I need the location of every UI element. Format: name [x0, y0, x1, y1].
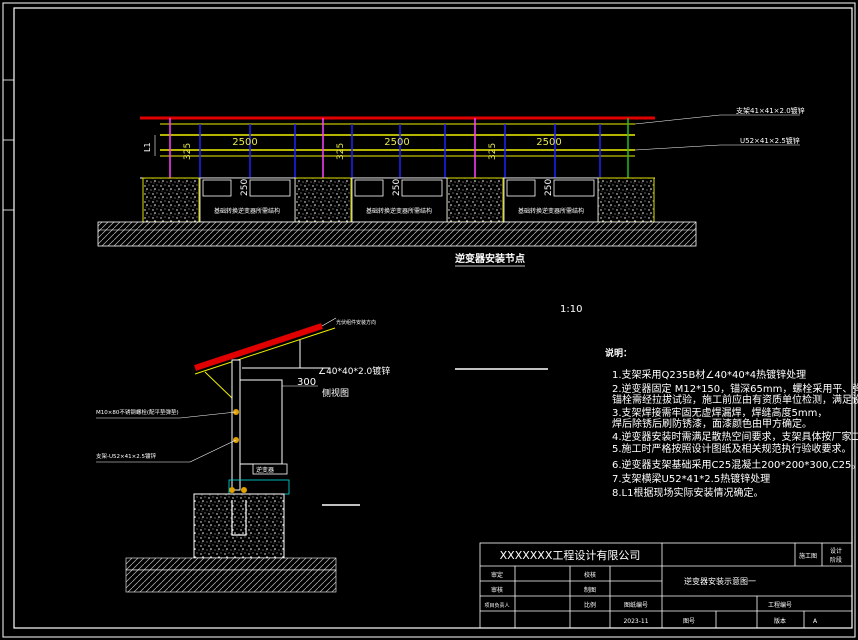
notes-line-2: 2.逆变器固定 M12*150，锚深65mm，螺栓采用平、弹、一垫片，	[612, 382, 858, 395]
vertical-dim-1: 325	[183, 143, 193, 160]
section-inverter-box	[239, 379, 283, 465]
bracket-callout: 支架-U52×41×2.5镀锌	[96, 452, 156, 460]
inverter-label-1: 基础转换逆变器所需结构	[214, 207, 280, 215]
ground-band	[97, 221, 697, 247]
l1-dim-label: L1	[143, 142, 152, 152]
section-inverter-label: 逆变器	[256, 466, 274, 474]
notes-line-5: 焊后除锈后刷防锈漆，面漆颜色由甲方确定。	[612, 417, 812, 430]
box-dim-1: 250	[240, 179, 250, 196]
bolt-callout: M10×80不锈钢螺栓(配平垫弹垫)	[96, 408, 179, 416]
elevation-caption: 逆变器安装节点	[455, 252, 525, 265]
box-dim-3: 250	[544, 179, 554, 196]
sheet-label: 图号	[683, 618, 695, 625]
bay-span-2: 2500	[384, 137, 409, 148]
design-stage-label-2: 阶段	[830, 556, 842, 564]
version-value: A	[813, 618, 818, 625]
section-footing	[193, 493, 285, 559]
dim-300: 300	[297, 377, 316, 388]
version-label: 版本	[774, 617, 786, 625]
tb-row1-role: 审定	[491, 571, 503, 579]
callout-top: 支架41×41×2.0镀锌	[736, 106, 805, 115]
bay-span-1: 2500	[232, 137, 257, 148]
tb-row3-role2: 比例	[584, 601, 596, 609]
tb-row2-role2: 制图	[584, 586, 596, 594]
stage-label: 施工图	[799, 552, 817, 560]
section-panel-callout: 光伏组件安装方向	[336, 319, 376, 326]
notes-line-7: 5.施工时严格按照设计图纸及相关规范执行验收要求。	[612, 442, 852, 455]
notes-line-10: 8.L1根据现场实际安装情况确定。	[612, 486, 763, 499]
notes-line-1: 1.支架采用Q235B材∠40*40*4热镀锌处理	[612, 368, 806, 381]
tb-row3-role: 项目负责人	[484, 602, 509, 609]
vertical-dim-3: 325	[488, 143, 498, 160]
elevation-view: 基础转换逆变器所需结构 基础转换逆变器所需结构 基础转换逆变器所需结构 2500…	[97, 106, 805, 267]
box-dim-2: 250	[392, 179, 402, 196]
project-label: 工程编号	[768, 601, 792, 609]
drawing-title: 逆变器安装示意图一	[684, 576, 756, 586]
footings	[142, 177, 655, 223]
sheet-inner-frame	[13, 7, 853, 629]
notes-line-3: 锚栓需经拉拔试验，施工前应由有资质单位检测，满足设计要求。	[612, 393, 858, 406]
side-view-label: 侧视图	[322, 387, 349, 399]
notes-title: 说明：	[605, 347, 632, 359]
section-view: 逆变器 光伏组件安装方向 ∠40*40*2.0镀锌 300 侧视图 M10×80…	[96, 317, 548, 593]
callout-mid: U52×41×2.5镀锌	[740, 136, 800, 145]
notes-line-6: 4.逆变器安装时需满足散热空间要求，支架具体按厂家二次深化设计。	[612, 430, 858, 443]
design-stage-label: 设计	[830, 547, 842, 555]
tb-row2-role: 审核	[491, 586, 503, 594]
inverter-label-2: 基础转换逆变器所需结构	[366, 207, 432, 215]
inverter-label-3: 基础转换逆变器所需结构	[518, 207, 584, 215]
design-notes: 说明： 1.支架采用Q235B材∠40*40*4热镀锌处理 2.逆变器固定 M1…	[605, 347, 858, 499]
drawing-no-label: 图纸编号	[624, 601, 648, 609]
notes-line-9: 7.支架横梁U52*41*2.5热镀锌处理	[612, 472, 770, 485]
section-pv-panel	[194, 323, 323, 371]
scale-label: 1:10	[560, 304, 582, 315]
tb-row1-role2: 校核	[584, 571, 596, 579]
inverter-boxes	[199, 177, 599, 223]
title-block	[479, 542, 853, 629]
notes-line-8: 6.逆变器支架基础采用C25混凝土200*200*300,C25。	[612, 458, 858, 471]
company-name: XXXXXXX工程设计有限公司	[500, 548, 641, 562]
bay-span-3: 2500	[536, 137, 561, 148]
vertical-dim-2: 325	[336, 143, 346, 160]
date-value: 2023-11	[623, 618, 648, 625]
angle-label: ∠40*40*2.0镀锌	[318, 365, 390, 377]
notes-line-4: 3.支架焊接需牢固无虚焊漏焊，焊缝高度5mm，	[612, 406, 827, 419]
